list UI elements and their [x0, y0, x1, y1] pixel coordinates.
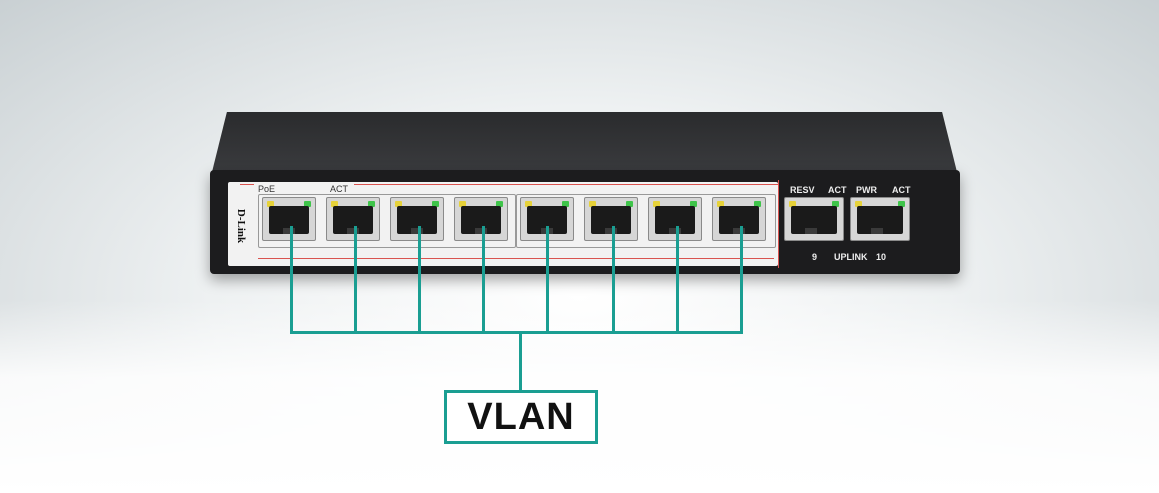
vlan-wire-port-3: [418, 226, 421, 334]
poe-port-1[interactable]: [262, 197, 316, 241]
uplink-port-10[interactable]: [850, 197, 910, 241]
poe-port-2[interactable]: [326, 197, 380, 241]
panel-trim: [354, 184, 778, 185]
act-label: ACT: [330, 184, 348, 194]
brand-logo: D-Link: [235, 208, 247, 244]
act-label-9: ACT: [828, 185, 847, 195]
pwr-label: PWR: [856, 185, 877, 195]
vlan-trunk-line: [519, 331, 522, 391]
uplink-label: UPLINK: [834, 252, 868, 262]
poe-port-8[interactable]: [712, 197, 766, 241]
poe-port-3[interactable]: [390, 197, 444, 241]
switch-top: [212, 112, 957, 172]
vlan-wire-port-6: [612, 226, 615, 334]
poe-port-6[interactable]: [584, 197, 638, 241]
vlan-bus-line: [290, 331, 743, 334]
port-group-1-4: [258, 194, 516, 248]
vlan-label: VLAN: [467, 395, 575, 438]
vlan-wire-port-1: [290, 226, 293, 334]
uplink-port-9[interactable]: [784, 197, 844, 241]
vlan-wire-port-7: [676, 226, 679, 334]
panel-trim: [258, 258, 774, 259]
act-label-10: ACT: [892, 185, 911, 195]
vlan-wire-port-5: [546, 226, 549, 334]
port-9-label: 9: [812, 252, 818, 262]
poe-port-7[interactable]: [648, 197, 702, 241]
poe-label: PoE: [258, 184, 276, 194]
panel-trim: [240, 184, 254, 185]
panel-divider: [778, 180, 779, 268]
vlan-wire-port-8: [740, 226, 743, 334]
vlan-wire-port-4: [482, 226, 485, 334]
port-group-5-8: [516, 194, 776, 248]
vlan-label-box: VLAN: [444, 390, 598, 444]
port-10-label: 10: [876, 252, 887, 262]
vlan-wire-port-2: [354, 226, 357, 334]
poe-port-4[interactable]: [454, 197, 508, 241]
resv-label: RESV: [790, 185, 815, 195]
